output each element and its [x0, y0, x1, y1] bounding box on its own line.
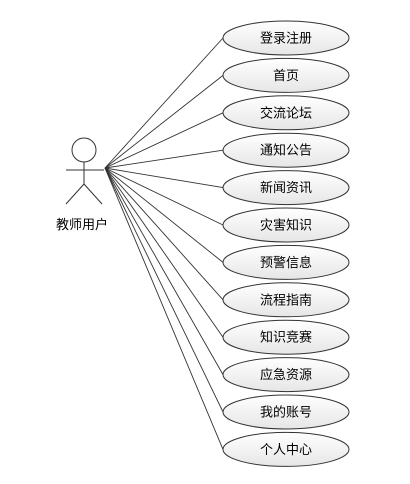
- actor-right-leg: [83, 183, 103, 205]
- use-case-ellipse: [222, 282, 350, 318]
- use-case-ellipse: [222, 132, 350, 168]
- association-line: [104, 167, 224, 413]
- use-case-ellipse: [222, 319, 350, 355]
- use-case-label: 预警信息: [260, 255, 312, 271]
- use-case-ellipse: [222, 95, 350, 131]
- use-case-ellipse: [222, 244, 350, 280]
- use-case-label: 通知公告: [260, 143, 312, 159]
- use-case-label: 我的账号: [260, 405, 312, 421]
- use-case: 首页: [222, 57, 350, 93]
- actor: 教师用户: [56, 137, 108, 233]
- use-case: 交流论坛: [222, 95, 350, 131]
- use-case-label: 新闻资讯: [260, 180, 312, 196]
- association-line: [104, 37, 224, 169]
- use-case: 应急资源: [222, 357, 350, 393]
- use-case-ellipse: [222, 394, 350, 430]
- use-case-ellipse: [222, 170, 350, 206]
- association-line: [104, 75, 224, 169]
- use-case-ellipse: [222, 20, 350, 56]
- use-case: 个人中心: [222, 431, 350, 467]
- use-case: 流程指南: [222, 282, 350, 318]
- actor-name: 教师用户: [56, 217, 108, 233]
- association-line: [104, 167, 224, 450]
- use-case: 新闻资讯: [222, 170, 350, 206]
- association-line: [104, 167, 224, 226]
- use-case: 灾害知识: [222, 207, 350, 243]
- use-case-label: 首页: [273, 69, 299, 84]
- use-case-ellipse: [222, 431, 350, 467]
- use-case-label: 应急资源: [260, 367, 312, 383]
- association-lines: [104, 37, 224, 450]
- association-line: [104, 149, 224, 169]
- association-line: [104, 167, 224, 375]
- use-case-label: 交流论坛: [260, 105, 312, 121]
- use-case-label: 个人中心: [260, 443, 312, 458]
- use-case: 通知公告: [222, 132, 350, 168]
- association-line: [104, 167, 224, 338]
- use-case-label: 灾害知识: [260, 218, 312, 234]
- association-line: [104, 167, 224, 263]
- use-case-label: 知识竞赛: [260, 330, 312, 346]
- use-case-ellipse: [222, 207, 350, 243]
- association-line: [104, 167, 224, 189]
- association-line: [104, 112, 224, 169]
- use-case-label: 登录注册: [260, 32, 312, 47]
- use-case-list: 登录注册首页交流论坛通知公告新闻资讯灾害知识预警信息流程指南知识竞赛应急资源我的…: [222, 20, 350, 467]
- actor-left-leg: [65, 183, 85, 205]
- use-case: 预警信息: [222, 244, 350, 280]
- use-case-ellipse: [222, 57, 350, 93]
- association-line: [104, 167, 224, 301]
- use-case-label: 流程指南: [260, 292, 312, 308]
- use-case-ellipse: [222, 357, 350, 393]
- use-case: 知识竞赛: [222, 319, 350, 355]
- actor-head: [71, 137, 97, 163]
- use-case: 登录注册: [222, 20, 350, 56]
- use-case: 我的账号: [222, 394, 350, 430]
